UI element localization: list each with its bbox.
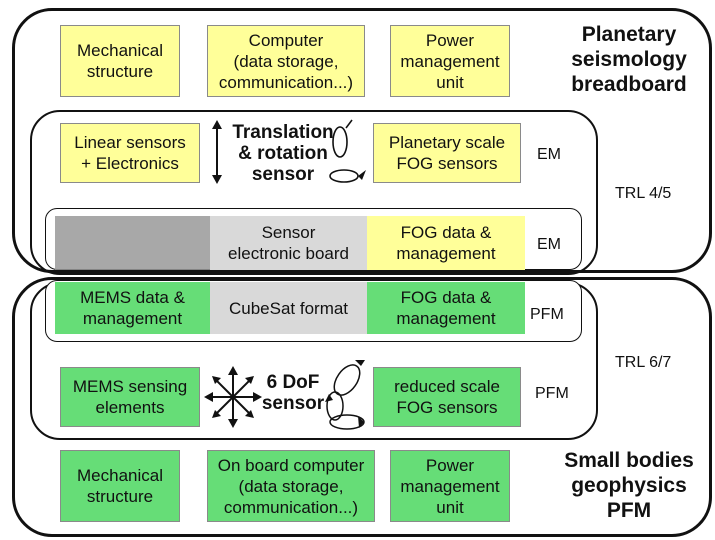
pfm-level-label-2: PFM xyxy=(535,385,569,402)
em-level-label-1: EM xyxy=(537,146,561,163)
rotation-arrows-icon xyxy=(329,119,366,183)
linear-sensors-box: Linear sensors + Electronics xyxy=(60,123,200,183)
computer-box: Computer (data storage, communication...… xyxy=(207,25,365,97)
em-level-label-2: EM xyxy=(537,236,561,253)
power-management-box-pfm: Power management unit xyxy=(390,450,510,522)
planetary-fog-sensors-box: Planetary scale FOG sensors xyxy=(373,123,521,183)
trl-6-7-label: TRL 6/7 xyxy=(615,354,672,371)
six-dof-sensor-label: 6 DoF sensor xyxy=(261,372,325,414)
mems-data-management-cell: MEMS data & management xyxy=(55,282,210,334)
trl-4-5-label: TRL 4/5 xyxy=(615,185,672,202)
power-management-box: Power management unit xyxy=(390,25,510,97)
six-axis-arrows-icon xyxy=(204,366,262,428)
pfm-level-label-1: PFM xyxy=(530,306,564,323)
small-bodies-pfm-title: Small bodies geophysics PFM xyxy=(564,449,694,522)
cubesat-format-cell: CubeSat format xyxy=(210,282,367,334)
fog-data-management-cell-em: FOG data & management xyxy=(367,216,525,270)
planetary-breadboard-title: Planetary seismology breadboard xyxy=(571,23,687,96)
on-board-computer-box: On board computer (data storage, communi… xyxy=(207,450,375,522)
double-arrow-icon xyxy=(212,120,222,184)
planetary-breadboard-frame xyxy=(12,8,712,273)
mems-sensing-elements-box: MEMS sensing elements xyxy=(60,367,200,427)
em-sensor-group xyxy=(30,110,598,275)
dark-gray-segment xyxy=(55,216,210,270)
small-bodies-pfm-frame xyxy=(12,277,712,537)
translation-rotation-sensor-label: Translation & rotation sensor xyxy=(232,122,334,185)
triple-rotation-icon xyxy=(325,360,365,430)
reduced-fog-sensors-box: reduced scale FOG sensors xyxy=(373,367,521,427)
mechanical-structure-box-pfm: Mechanical structure xyxy=(60,450,180,522)
fog-data-management-cell-pfm: FOG data & management xyxy=(367,282,525,334)
mechanical-structure-box: Mechanical structure xyxy=(60,25,180,97)
sensor-electronic-board-cell: Sensor electronic board xyxy=(210,216,367,270)
